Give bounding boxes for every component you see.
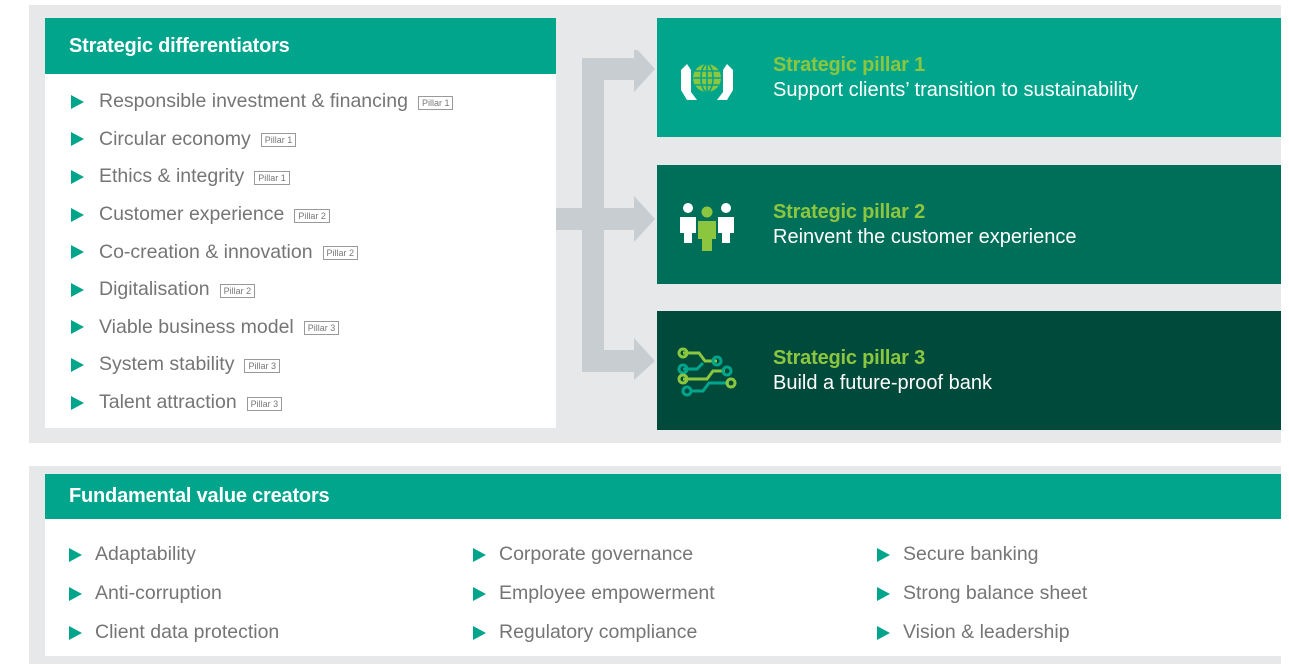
- pillar-tag: Pillar 2: [294, 208, 330, 223]
- list-item: Ethics & integrity Pillar 1: [71, 158, 556, 196]
- item-label: Client data protection: [95, 621, 280, 643]
- triangle-bullet-icon: [71, 320, 84, 335]
- item-label: Employee empowerment: [499, 582, 715, 604]
- item-label: Viable business model: [99, 315, 294, 338]
- list-item: Viable business model Pillar 3: [71, 309, 556, 347]
- triangle-bullet-icon: [71, 207, 84, 222]
- list-item: Strong balance sheet: [877, 574, 1281, 613]
- list-item: Circular economy Pillar 1: [71, 121, 556, 159]
- item-label: Circular economy: [99, 127, 251, 150]
- value-column: Adaptability Anti-corruption Client data…: [69, 535, 473, 652]
- strategic-pillar-1: Strategic pillar 1 Support clients’ tran…: [657, 18, 1281, 137]
- pillar-tag: Pillar 1: [260, 133, 297, 148]
- list-item: Responsible investment & financing Pillar…: [71, 83, 556, 121]
- strategic-pillar-2: Strategic pillar 2 Reinvent the customer…: [657, 165, 1281, 284]
- item-label: Customer experience: [99, 203, 285, 226]
- list-item: Vision & leadership: [877, 613, 1281, 652]
- connector-arrows: [556, 50, 655, 380]
- triangle-bullet-icon: [69, 547, 82, 562]
- strategic-pillar-3: Strategic pillar 3 Build a future-proof …: [657, 311, 1281, 430]
- triangle-bullet-icon: [69, 586, 82, 601]
- pillar-title: Strategic pillar 3: [773, 346, 926, 369]
- item-label: Corporate governance: [499, 543, 694, 565]
- triangle-bullet-icon: [473, 625, 486, 640]
- value-column: Secure banking Strong balance sheet Visi…: [877, 535, 1281, 652]
- list-item: Corporate governance: [473, 535, 877, 574]
- list-item: Customer experience Pillar 2: [71, 196, 556, 234]
- pillar-tag: Pillar 2: [322, 246, 359, 261]
- item-label: Ethics & integrity: [99, 165, 245, 188]
- pillar-tag: Pillar 1: [254, 170, 290, 185]
- item-label: Adaptability: [95, 543, 196, 565]
- pillar-title: Strategic pillar 1: [773, 53, 926, 76]
- triangle-bullet-icon: [71, 132, 84, 147]
- pillar-subtitle: Build a future-proof bank: [773, 371, 993, 394]
- globe-hands-icon: [681, 62, 733, 100]
- item-label: Strong balance sheet: [903, 582, 1088, 604]
- triangle-bullet-icon: [71, 245, 84, 260]
- differentiators-panel: Strategic differentiators Responsible in…: [45, 18, 556, 428]
- item-label: Vision & leadership: [903, 621, 1070, 643]
- triangle-bullet-icon: [71, 357, 84, 372]
- item-label: Talent attraction: [99, 391, 237, 414]
- item-label: Anti-corruption: [95, 582, 222, 604]
- list-item: Employee empowerment: [473, 574, 877, 613]
- triangle-bullet-icon: [69, 625, 82, 640]
- triangle-bullet-icon: [877, 625, 890, 640]
- item-label: Regulatory compliance: [499, 621, 698, 643]
- circuit-icon: [677, 347, 737, 396]
- triangle-bullet-icon: [71, 395, 84, 410]
- list-item: Co-creation & innovation Pillar 2: [71, 233, 556, 271]
- list-item: System stability Pillar 3: [71, 346, 556, 384]
- value-creators-panel: Fundamental value creators Adaptability …: [45, 474, 1281, 656]
- list-item: Secure banking: [877, 535, 1281, 574]
- list-item: Digitalisation Pillar 2: [71, 271, 556, 309]
- item-label: Responsible investment & financing: [99, 90, 408, 113]
- list-item: Client data protection: [69, 613, 473, 652]
- pillar-subtitle: Reinvent the customer experience: [773, 225, 1077, 248]
- value-creators-title: Fundamental value creators: [45, 474, 1281, 519]
- item-label: System stability: [99, 353, 235, 376]
- triangle-bullet-icon: [71, 282, 84, 297]
- triangle-bullet-icon: [473, 586, 486, 601]
- triangle-bullet-icon: [473, 547, 486, 562]
- item-label: Secure banking: [903, 543, 1039, 565]
- triangle-bullet-icon: [877, 547, 890, 562]
- list-item: Adaptability: [69, 535, 473, 574]
- pillar-tag: Pillar 1: [417, 95, 454, 110]
- pillar-tag: Pillar 3: [246, 396, 283, 411]
- value-column: Corporate governance Employee empowermen…: [473, 535, 877, 652]
- list-item: Anti-corruption: [69, 574, 473, 613]
- item-label: Digitalisation: [99, 278, 210, 301]
- pillar-subtitle: Support clients’ transition to sustainab…: [773, 78, 1138, 101]
- pillar-tag: Pillar 3: [244, 358, 280, 373]
- triangle-bullet-icon: [71, 94, 84, 109]
- item-label: Co-creation & innovation: [99, 240, 313, 263]
- triangle-bullet-icon: [71, 169, 84, 184]
- pillar-tag: Pillar 3: [303, 321, 340, 336]
- pillar-tag: Pillar 2: [219, 283, 256, 298]
- list-item: Regulatory compliance: [473, 613, 877, 652]
- differentiators-title: Strategic differentiators: [45, 18, 556, 74]
- list-item: Talent attraction Pillar 3: [71, 384, 556, 422]
- pillar-title: Strategic pillar 2: [773, 200, 926, 223]
- people-icon: [680, 202, 734, 251]
- triangle-bullet-icon: [877, 586, 890, 601]
